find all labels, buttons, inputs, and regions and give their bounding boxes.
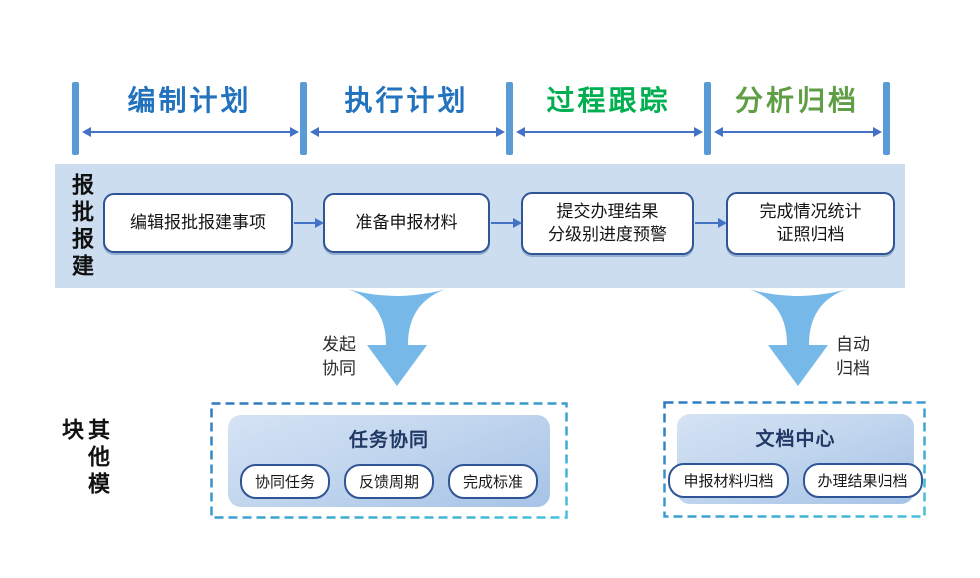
step-text: 准备申报材料 <box>355 212 458 232</box>
phase-span-arrow <box>82 127 299 137</box>
note-initiate-collaboration: 发起 协同 <box>322 333 372 381</box>
step-box-prepare-materials: 准备申报材料 <box>323 193 490 253</box>
phase-span-arrow <box>516 127 703 137</box>
phase-label-plan: 编制计划 <box>127 85 252 116</box>
task-collaboration-title: 任务协同 <box>348 430 429 451</box>
pill-feedback-cycle: 反馈周期 <box>343 464 434 499</box>
task-group-dashed-border <box>210 402 568 519</box>
phase-span-arrow <box>714 127 882 137</box>
phase-divider-bar <box>883 82 890 155</box>
step-text: 证照归档 <box>776 224 845 244</box>
phase-span-arrow <box>310 127 505 137</box>
document-center-card: 文档中心 申报材料归档 办理结果归档 <box>668 414 923 504</box>
note-line: 协同 <box>322 359 356 378</box>
step-box-edit-items: 编辑报批报建事项 <box>103 193 293 253</box>
doc-pill-row: 申报材料归档 办理结果归档 <box>668 463 923 498</box>
step-arrow <box>294 218 324 228</box>
note-auto-archive: 自动 归档 <box>836 333 886 381</box>
other-modules-label: 其他模块 <box>59 418 110 499</box>
note-line: 自动 <box>836 335 870 354</box>
down-funnel-arrow-icon <box>348 289 446 386</box>
note-line: 归档 <box>836 359 870 378</box>
pill-material-archive: 申报材料归档 <box>668 463 789 498</box>
phase-label-execute: 执行计划 <box>344 85 469 116</box>
step-text: 提交办理结果 <box>556 201 659 221</box>
note-line: 发起 <box>322 335 356 354</box>
task-pill-row: 协同任务 反馈周期 完成标准 <box>228 464 550 499</box>
task-collaboration-card: 任务协同 协同任务 反馈周期 完成标准 <box>228 415 550 507</box>
phase-divider-bar <box>704 82 711 155</box>
down-funnel-arrow-icon <box>749 289 847 386</box>
phase-divider-bar <box>506 82 513 155</box>
step-text: 分级别进度预警 <box>548 224 667 244</box>
step-arrow <box>491 218 522 228</box>
pill-result-archive: 办理结果归档 <box>802 463 923 498</box>
document-center-title: 文档中心 <box>755 429 836 450</box>
phase-label-archive: 分析归档 <box>734 85 859 116</box>
doc-group-dashed-border <box>663 401 926 518</box>
phase-divider-bar <box>300 82 307 155</box>
step-arrow <box>695 218 727 228</box>
step-box-submit-results: 提交办理结果 分级别进度预警 <box>521 192 694 255</box>
lane-label: 报批报建 <box>69 173 94 281</box>
pill-collab-task: 协同任务 <box>240 464 331 499</box>
phase-label-track: 过程跟踪 <box>546 85 671 116</box>
step-text: 编辑报批报建事项 <box>130 212 266 232</box>
step-box-statistics-archive: 完成情况统计 证照归档 <box>726 192 895 255</box>
phase-divider-bar <box>72 82 79 155</box>
step-text: 完成情况统计 <box>759 201 862 221</box>
pill-completion-standard: 完成标准 <box>447 464 538 499</box>
